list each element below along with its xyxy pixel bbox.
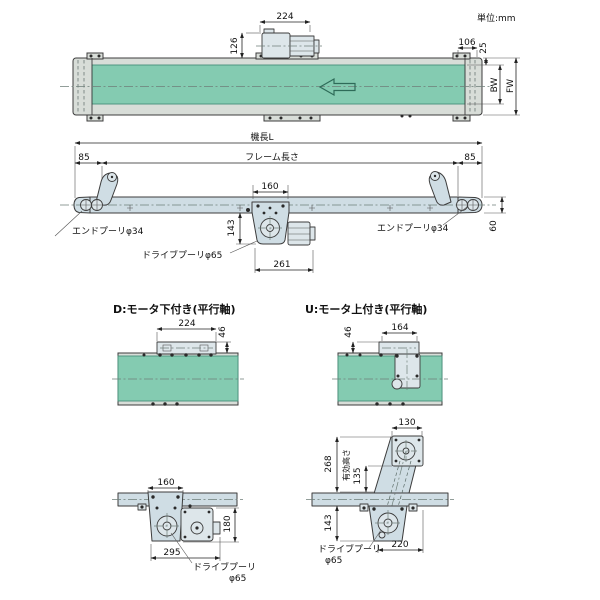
dim-261: 261: [273, 260, 290, 270]
variant-u-title: U:モータ上付き(平行軸): [305, 302, 427, 316]
dim-fw: FW: [506, 79, 516, 93]
label-end-pulley-right: エンドプーリφ34: [377, 223, 449, 234]
dim-bw: BW: [490, 78, 500, 93]
label-drive-pulley: ドライブプーリφ65: [142, 249, 222, 261]
plan-dimensions: 224 126 106 25 BW FW: [230, 12, 520, 116]
dim-frame-length: フレーム長さ: [245, 152, 299, 163]
variant-d: D:モータ下付き(平行軸) 224 46: [112, 302, 256, 584]
variant-d-side: 160 180 295 ドライブプーリ φ65: [112, 478, 256, 584]
dim-60: 60: [489, 220, 499, 232]
units-label: 単位:mm: [477, 12, 516, 24]
tension-arm-left: [95, 172, 119, 206]
drive-unit-side: [246, 201, 316, 246]
label-drive-pulley-u2: φ65: [325, 556, 342, 566]
plan-view: 単位:mm: [60, 12, 520, 122]
bolts-u-plan: [345, 353, 419, 406]
label-drive-pulley-d2: φ65: [229, 574, 246, 584]
dim-143: 143: [227, 219, 237, 236]
dim-25: 25: [479, 42, 489, 53]
end-pulley-right: [456, 199, 479, 211]
end-pulley-left: [80, 199, 103, 211]
dim-machine-length: 機長L: [250, 131, 273, 143]
dim-160: 160: [261, 182, 278, 192]
side-view: 機長L 85 フレーム長さ 85: [54, 131, 506, 273]
dim-d-160: 160: [157, 478, 174, 488]
bolts-d-plan: [142, 353, 213, 406]
dim-d-224: 224: [178, 319, 195, 329]
motor-box-side: [287, 221, 311, 246]
dim-d-46: 46: [218, 326, 228, 338]
dim-85-left: 85: [78, 153, 89, 163]
label-effective-height: 有効高さ: [341, 449, 351, 481]
belt-surface: [91, 64, 466, 105]
dim-u-46: 46: [344, 326, 354, 338]
dim-d-295: 295: [163, 548, 180, 558]
variant-u-side: 130 268 有効高さ 135 143 220 ドライブプーリ φ65: [306, 418, 454, 566]
dim-u-220: 220: [391, 540, 408, 550]
variant-d-title: D:モータ下付き(平行軸): [113, 302, 236, 316]
dim-224: 224: [276, 12, 293, 22]
frame-bolt-marks: [127, 205, 433, 211]
belt-direction-arrow: [318, 77, 356, 97]
side-dimensions-drive: 160 143 261 60: [227, 182, 506, 273]
dim-126: 126: [230, 37, 240, 54]
dim-u-130: 130: [398, 418, 415, 428]
dim-u-143: 143: [324, 514, 334, 531]
side-labels: エンドプーリφ34 ドライブプーリφ65 エンドプーリφ34: [54, 206, 468, 261]
variant-u: U:モータ上付き(平行軸) 164 46: [305, 302, 454, 566]
gear-housing-u-plan: [394, 353, 421, 389]
variant-u-plan: 164 46: [332, 323, 448, 406]
dim-85-right: 85: [464, 153, 475, 163]
tension-arm-right: [428, 171, 452, 206]
motor-unit-plan: [256, 28, 322, 59]
dim-u-268: 268: [324, 455, 334, 472]
label-drive-pulley-d1: ドライブプーリ: [193, 561, 256, 573]
dim-d-180: 180: [223, 515, 233, 532]
variant-d-plan: 224 46: [112, 319, 244, 406]
frame-bar-u: [311, 492, 449, 507]
label-drive-pulley-u1: ドライブプーリ: [318, 543, 381, 555]
dim-u-135: 135: [353, 467, 363, 484]
label-end-pulley-left: エンドプーリφ34: [72, 226, 144, 237]
dim-106: 106: [458, 38, 475, 48]
side-dimensions-top: 機長L 85 フレーム長さ 85: [74, 131, 483, 198]
dim-u-164: 164: [391, 323, 408, 333]
